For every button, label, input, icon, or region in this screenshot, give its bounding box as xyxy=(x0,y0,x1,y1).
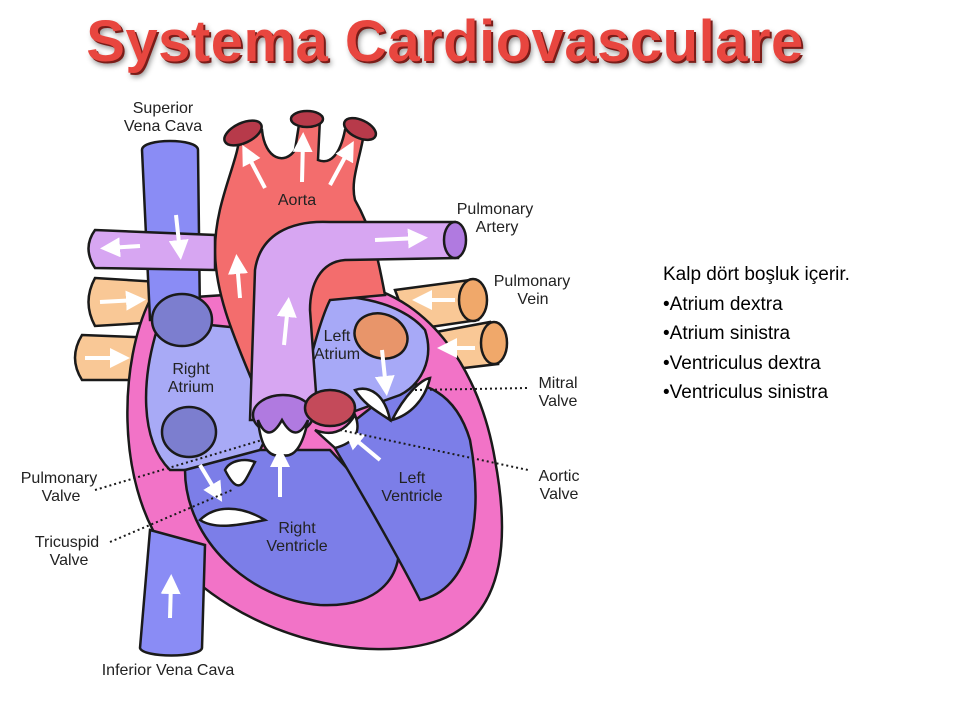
svg-text:Right: Right xyxy=(278,520,316,537)
superior-vena-cava xyxy=(140,139,202,322)
svg-text:Valve: Valve xyxy=(539,393,578,410)
svg-text:Right: Right xyxy=(172,361,210,378)
svg-text:Aortic: Aortic xyxy=(539,468,580,485)
label-aorta: Aorta xyxy=(278,192,316,209)
chamber-item-atrium-dextra: •Atrium dextra xyxy=(663,293,783,315)
label-right-atrium: Right Atrium xyxy=(168,361,214,396)
svg-text:Valve: Valve xyxy=(42,488,81,505)
label-right-ventricle: Right Ventricle xyxy=(266,520,327,555)
svg-text:Pulmonary: Pulmonary xyxy=(494,273,570,290)
svg-text:Left: Left xyxy=(399,470,426,487)
right-atrium-opening xyxy=(150,292,214,348)
label-inferior-vena-cava: Inferior Vena Cava xyxy=(102,662,235,679)
svg-text:Tricuspid: Tricuspid xyxy=(35,534,99,551)
label-pulmonary-vein: Pulmonary Vein xyxy=(494,273,570,308)
label-pulmonary-artery: Pulmonary Artery xyxy=(457,201,533,236)
svg-text:Vein: Vein xyxy=(517,291,548,308)
svg-text:Valve: Valve xyxy=(540,486,579,503)
left-ventricle xyxy=(328,382,477,602)
chamber-list: •Atrium dextra •Atrium sinistra •Ventric… xyxy=(663,290,953,408)
leader-lines xyxy=(94,387,529,543)
label-mitral-valve: Mitral Valve xyxy=(538,375,577,410)
svg-text:Ventricle: Ventricle xyxy=(266,538,327,555)
svg-text:Valve: Valve xyxy=(50,552,89,569)
chamber-item-ventriculus-dextra: •Ventriculus dextra xyxy=(663,352,821,374)
svg-text:Mitral: Mitral xyxy=(538,375,577,392)
chamber-item-ventriculus-sinistra: •Ventriculus sinistra xyxy=(663,382,829,403)
mitral-valve-shape xyxy=(353,376,432,423)
label-tricuspid-valve: Tricuspid Valve xyxy=(35,534,99,569)
slide-title: Systema Cardiovasculare xyxy=(86,9,804,74)
svg-text:Vena Cava: Vena Cava xyxy=(124,118,202,135)
notes-intro: Kalp dört boşluk içerir. xyxy=(663,264,850,285)
svg-text:Artery: Artery xyxy=(476,219,519,236)
heart-diagram: Superior Vena Cava Aorta Pulmonary Arter… xyxy=(21,100,580,679)
tricuspid-valve-shape xyxy=(198,458,269,528)
chamber-notes: Kalp dört boşluk içerir. •Atrium dextra … xyxy=(663,260,953,408)
svg-text:Superior: Superior xyxy=(133,100,194,117)
svg-text:Atrium: Atrium xyxy=(168,379,214,396)
svg-text:Pulmonary: Pulmonary xyxy=(21,470,97,487)
label-aortic-valve: Aortic Valve xyxy=(539,468,580,503)
pulmonary-vein-opening xyxy=(353,312,409,360)
svg-text:Atrium: Atrium xyxy=(314,346,360,363)
svg-text:Pulmonary: Pulmonary xyxy=(457,201,533,218)
label-superior-vena-cava: Superior Vena Cava xyxy=(124,100,202,135)
chamber-item-atrium-sinistra: •Atrium sinistra xyxy=(663,323,791,344)
label-left-atrium: Left Atrium xyxy=(314,328,360,363)
label-left-ventricle: Left Ventricle xyxy=(381,470,442,505)
flow-arrows xyxy=(85,132,475,619)
label-pulmonary-valve: Pulmonary Valve xyxy=(21,470,97,505)
svg-text:Left: Left xyxy=(324,328,351,345)
pulmonary-artery-left-branch xyxy=(87,228,217,272)
svg-text:Ventricle: Ventricle xyxy=(381,488,442,505)
